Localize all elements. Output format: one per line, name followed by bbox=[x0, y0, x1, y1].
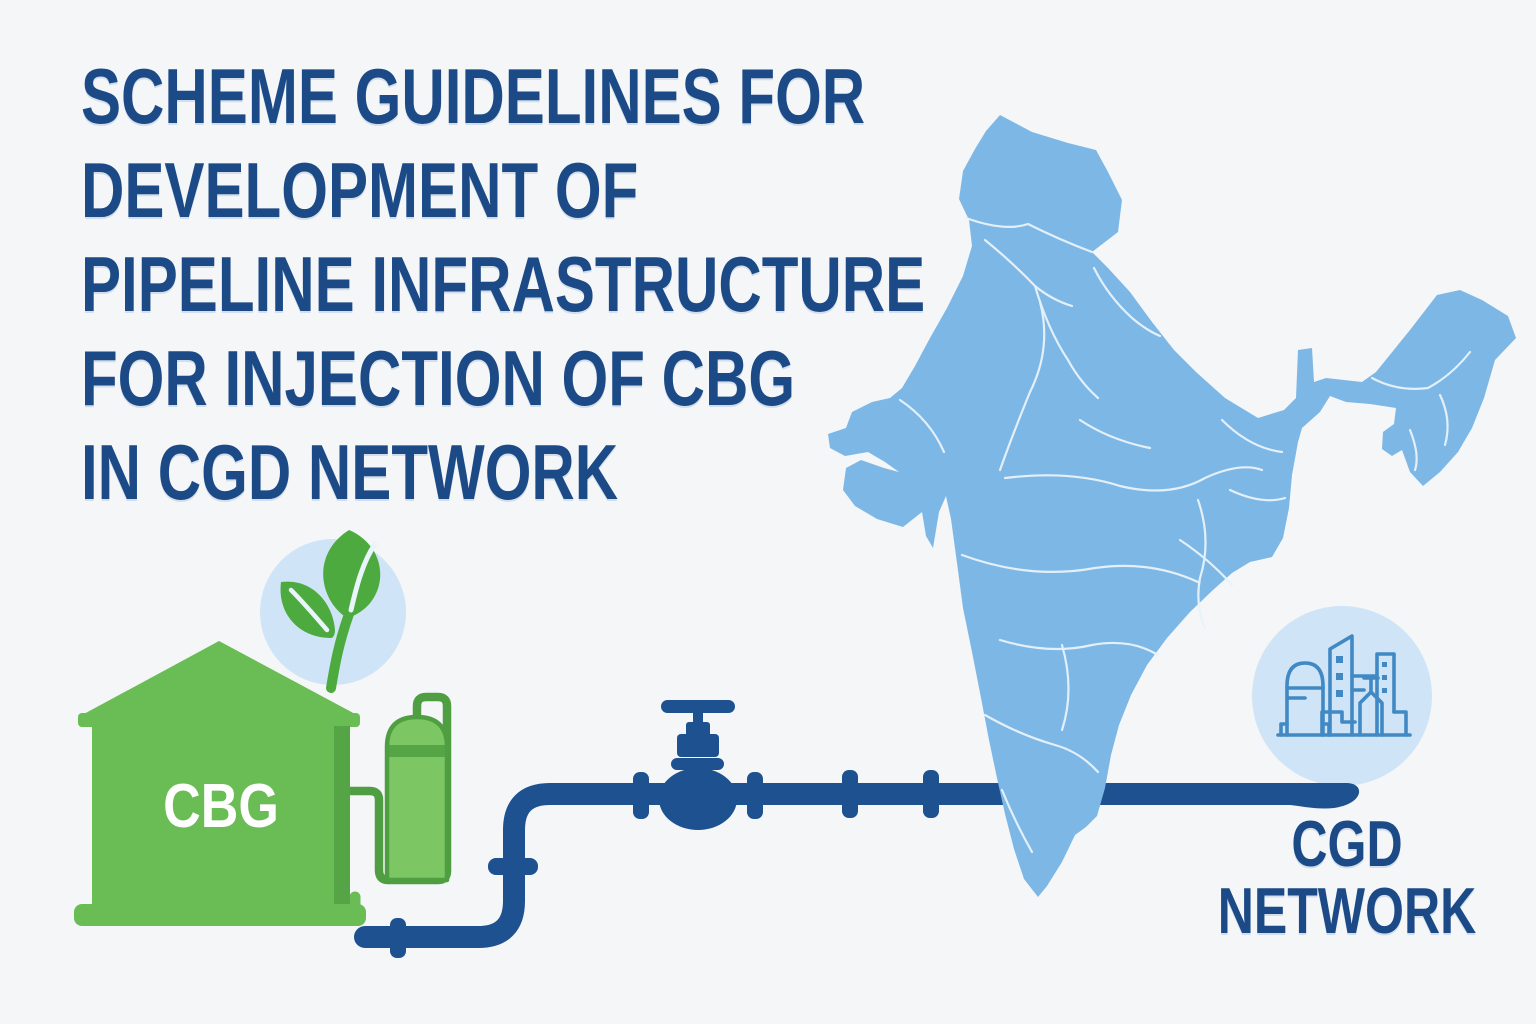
pipe-flange bbox=[390, 918, 406, 958]
storage-cylinder bbox=[384, 714, 450, 883]
pipeline bbox=[354, 700, 1360, 958]
state-borders bbox=[898, 216, 1472, 854]
india-map bbox=[828, 115, 1516, 897]
city-buildings-icon bbox=[1276, 634, 1412, 737]
cbg-plant-icon bbox=[74, 641, 452, 926]
page-title: SCHEME GUIDELINES FOR DEVELOPMENT OF PIP… bbox=[81, 52, 926, 516]
tank-plinth bbox=[74, 904, 366, 926]
pipe-coupling bbox=[923, 770, 939, 818]
eco-badge bbox=[260, 530, 406, 693]
cbg-tank-label: CBG bbox=[163, 772, 279, 841]
tank-eave bbox=[78, 713, 360, 727]
cgd-network-label: CGD NETWORK bbox=[1217, 807, 1477, 947]
valve-handle bbox=[661, 700, 735, 713]
tank-roof bbox=[82, 641, 357, 715]
cgd-badge bbox=[1252, 606, 1432, 786]
tank-body-shade bbox=[334, 726, 350, 906]
valve-body bbox=[659, 768, 737, 830]
valve-icon bbox=[633, 700, 763, 830]
leaf-icon bbox=[280, 530, 381, 693]
india-outline bbox=[828, 115, 1516, 897]
pipe-coupling bbox=[842, 770, 858, 818]
tank-body bbox=[92, 726, 350, 906]
pipe-end-taper bbox=[1290, 783, 1360, 809]
pipe-coupling bbox=[488, 858, 538, 875]
